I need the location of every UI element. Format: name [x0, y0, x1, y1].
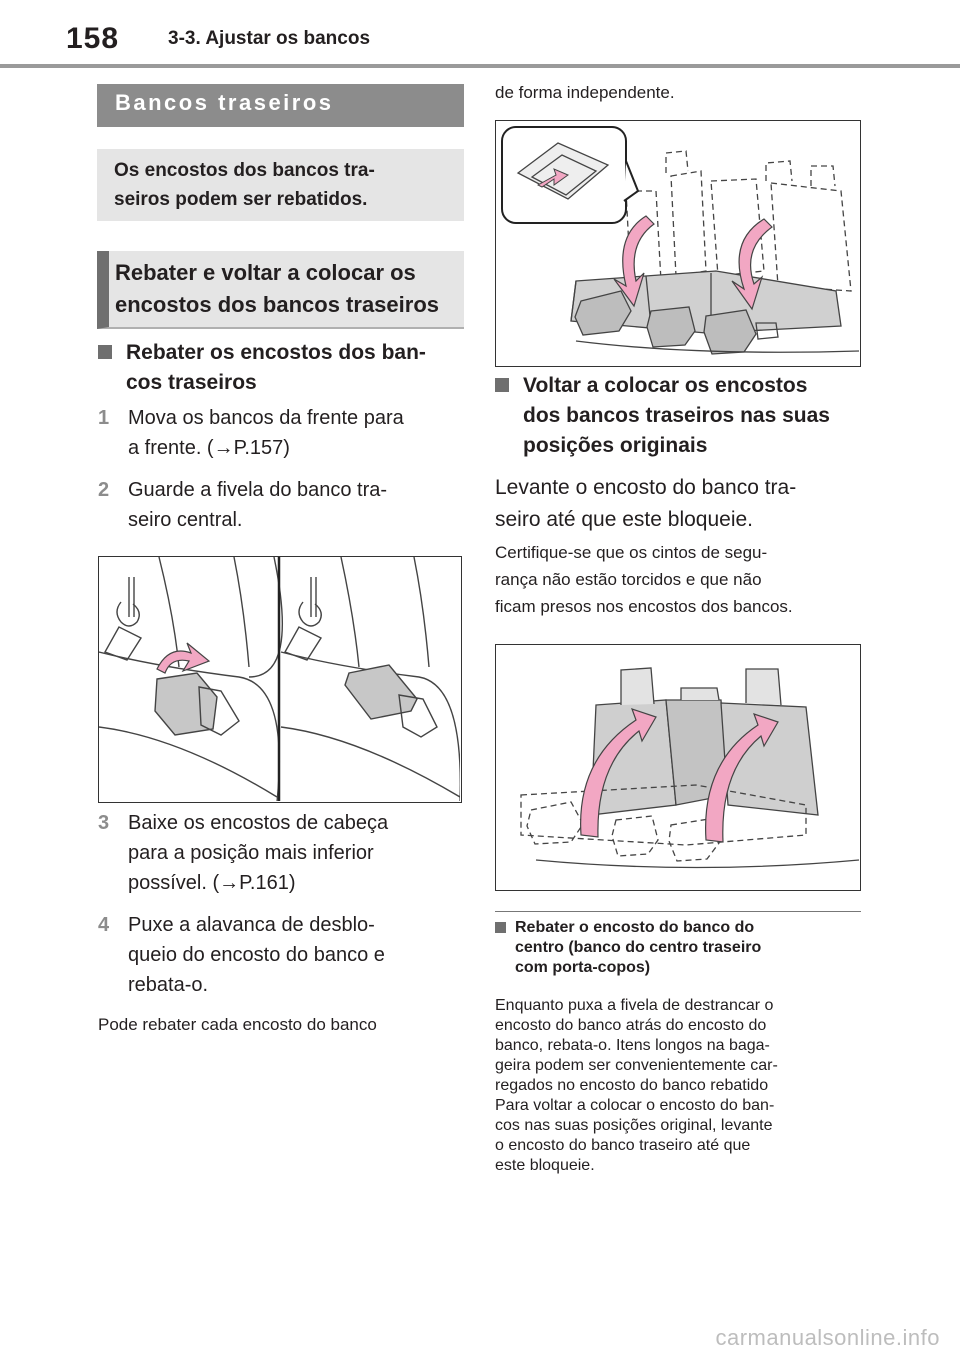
square-bullet-icon — [495, 378, 509, 392]
step-line: seiro central. — [128, 509, 243, 531]
page-header: 158 3-3. Ajustar os bancos — [0, 0, 960, 70]
subsection-divider — [495, 911, 861, 912]
restore-note: Certifique-se que os cintos de segu- ran… — [495, 539, 861, 620]
raise-seats-illustration — [495, 644, 861, 891]
subsection-title: Rebater e voltar a colocar os encostos d… — [97, 251, 464, 329]
step-line: Baixe os encostos de cabeça — [128, 812, 389, 834]
center-seat-body: Enquanto puxa a fivela de destrancar o e… — [495, 996, 861, 1176]
step-number: 2 — [98, 479, 110, 501]
center-seat-heading: Rebater o encosto do banco do centro (ba… — [495, 918, 861, 978]
heading-line: centro (banco do centro traseiro — [515, 939, 762, 956]
subsection-line: encostos dos bancos traseiros — [115, 292, 439, 317]
step-number: 3 — [98, 812, 110, 834]
buckle-stow-illustration — [98, 556, 462, 803]
heading-line: posições originais — [523, 434, 708, 457]
body-line: Levante o encosto do banco tra- — [495, 476, 797, 499]
step-line: Guarde a fivela do banco tra- — [128, 479, 388, 501]
note-line: ficam presos nos encostos dos bancos. — [495, 597, 793, 616]
step-number: 4 — [98, 914, 110, 936]
page-number: 158 — [66, 22, 120, 55]
fold-heading: Rebater os encostos dos ban- cos traseir… — [98, 338, 464, 398]
body-line: Enquanto puxa a fivela de destrancar o — [495, 997, 774, 1014]
body-line: seiro até que este bloqueie. — [495, 508, 754, 531]
step-4: 4 Puxe a alavanca de desblo- queio do en… — [98, 910, 464, 1000]
step-line: rebata-o. — [128, 974, 209, 996]
step-line: a frente. (→P.157) — [128, 437, 290, 459]
note-line: rança não estão torcidos e que não — [495, 570, 762, 589]
step-number: 1 — [98, 407, 110, 429]
body-line: cos nas suas posições original, levante — [495, 1117, 773, 1134]
restore-heading: Voltar a colocar os encostos dos bancos … — [495, 371, 861, 461]
body-line: encosto do banco atrás do encosto do — [495, 1017, 767, 1034]
heading-line: Rebater o encosto do banco do — [515, 919, 755, 936]
fold-note-part1: Pode rebater cada encosto do banco — [98, 1015, 377, 1034]
fold-seats-drawing — [501, 126, 859, 355]
step-line: Puxe a alavanca de desblo- — [128, 914, 375, 936]
step-line: para a posição mais inferior — [128, 842, 374, 864]
body-line: este bloqueie. — [495, 1157, 595, 1174]
heading-line: dos bancos traseiros nas suas — [523, 404, 830, 427]
heading-line: Rebater os encostos dos ban- — [126, 341, 426, 364]
fold-seats-illustration — [495, 120, 861, 367]
note-line: Certifique-se que os cintos de segu- — [495, 543, 768, 562]
heading-line: com porta-copos) — [515, 959, 651, 976]
restore-body: Levante o encosto do banco tra- seiro at… — [495, 472, 861, 536]
summary-box: Os encostos dos bancos tra- seiros podem… — [97, 149, 464, 221]
header-divider — [0, 64, 960, 68]
step-line: Mova os bancos da frente para — [128, 407, 404, 429]
body-line: Para voltar a colocar o encosto do ban- — [495, 1097, 775, 1114]
subsection-line: Rebater e voltar a colocar os — [115, 260, 416, 285]
body-line: regados no encosto do banco rebatido — [495, 1077, 769, 1094]
step-2: 2 Guarde a fivela do banco tra- seiro ce… — [98, 475, 464, 535]
chapter-title: 3-3. Ajustar os bancos — [168, 28, 371, 49]
heading-line: Voltar a colocar os encostos — [523, 374, 808, 397]
body-line: banco, rebata-o. Itens longos na baga- — [495, 1037, 770, 1054]
fold-note-part2: de forma independente. — [495, 83, 675, 102]
raise-seats-drawing — [520, 667, 859, 869]
step-1: 1 Mova os bancos da frente para a frente… — [98, 403, 464, 463]
section-title: Bancos traseiros — [97, 84, 464, 127]
buckle-drawing — [99, 557, 460, 801]
summary-line: Os encostos dos bancos tra- — [114, 160, 375, 181]
watermark: carmanualsonline.info — [715, 1325, 940, 1350]
step-line: possível. (→P.161) — [128, 872, 296, 894]
step-3: 3 Baixe os encostos de cabeça para a pos… — [98, 808, 464, 898]
square-bullet-icon — [98, 345, 112, 359]
body-line: geira podem ser convenientemente car- — [495, 1057, 778, 1074]
summary-line: seiros podem ser rebatidos. — [114, 189, 368, 210]
square-bullet-icon — [495, 922, 506, 933]
step-line: queio do encosto do banco e — [128, 944, 385, 966]
body-line: o encosto do banco traseiro até que — [495, 1137, 751, 1154]
heading-line: cos traseiros — [126, 371, 257, 394]
